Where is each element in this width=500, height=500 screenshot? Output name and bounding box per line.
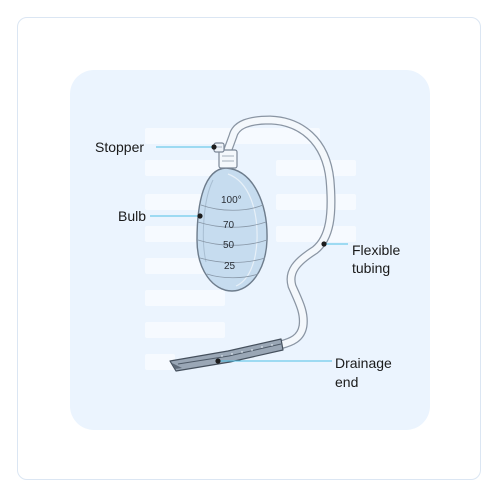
scale-mark-50: 50 (223, 240, 235, 251)
drain-label-line1: Drainage (335, 355, 392, 371)
drain-dot (215, 358, 221, 364)
drain-label-line2: end (335, 374, 359, 390)
bulb (196, 167, 268, 292)
ghost-bar (276, 160, 356, 176)
tubing-label-line2: tubing (352, 260, 391, 276)
ghost-bar (145, 194, 215, 210)
drainage-tip (169, 338, 284, 372)
ghost-bar (276, 194, 356, 210)
tubing-label-line1: Flexible (352, 242, 401, 258)
stopper (213, 142, 238, 169)
bulb-dot (197, 213, 203, 219)
tubing-dot (321, 241, 327, 247)
ghost-bar (145, 322, 225, 338)
scale-mark-70: 70 (223, 220, 235, 231)
stopper-label: Stopper (95, 139, 145, 155)
scale-mark-25: 25 (224, 261, 236, 272)
ghost-bar (276, 226, 356, 242)
stopper-dot (211, 144, 217, 150)
bulb-label: Bulb (118, 208, 147, 224)
scale-mark-100: 100° (221, 195, 242, 206)
ghost-bar (145, 290, 225, 306)
ghost-bar (145, 354, 175, 370)
